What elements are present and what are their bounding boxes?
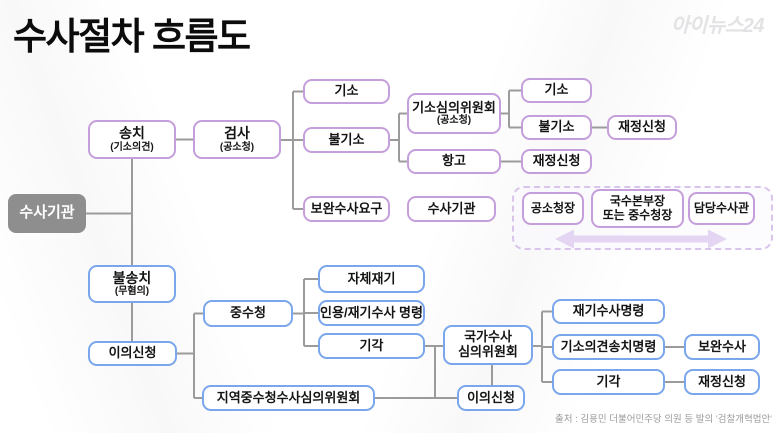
node-label: 이의신청: [467, 389, 515, 405]
node-label: 불기소: [538, 119, 575, 135]
node-label: 재기수사명령: [572, 303, 645, 319]
node-label: 재정신청: [698, 373, 746, 389]
source-credit: 출처 : 김용민 더불어민주당 의원 등 발의 '검찰개혁법안': [554, 414, 772, 425]
node-label: 기각: [359, 337, 384, 353]
node-objection-2: 이의신청: [457, 385, 525, 411]
node-adjudication-request-1: 재정신청: [607, 115, 677, 140]
node-sublabel: (기소의견): [110, 141, 154, 153]
node-dismissal-bottom: 기각: [552, 369, 665, 395]
node-label: 이의신청: [108, 345, 157, 361]
node-label: 기소의견송치명령: [560, 338, 657, 354]
node-serious-crime-agency: 중수청: [203, 300, 293, 327]
node-songchi: 송치 (기소의견): [88, 120, 176, 159]
node-investigation-agency: 수사기관: [8, 194, 86, 233]
node-sublabel: (공소청): [219, 141, 255, 153]
node-dismissal-mid: 기각: [318, 333, 425, 359]
node-label: 재정신청: [532, 153, 581, 169]
node-label: 항고: [442, 153, 466, 169]
node-non-indictment-right: 불기소: [521, 115, 592, 140]
node-appeal: 항고: [407, 149, 501, 174]
node-label: 공소청장: [530, 200, 576, 215]
node-label: 보완수사요구: [310, 200, 383, 216]
node-adjudication-request-3: 재정신청: [684, 369, 760, 395]
node-prosecution-office-chief: 공소청장: [522, 192, 584, 225]
node-label: 자체재기: [347, 270, 396, 286]
page-title: 수사절차 흐름도: [13, 16, 251, 57]
node-acceptance-reopen-order: 인용/재기수사 명령: [318, 300, 425, 326]
node-label: 재정신청: [618, 119, 666, 135]
node-national-investigation-review-committee: 국가수사 심의위원회: [443, 325, 533, 365]
node-indictment-right: 기소: [521, 78, 592, 103]
node-label: 중수청: [230, 305, 266, 321]
node-label: 기각: [596, 373, 621, 389]
node-sublabel: (무혐의): [114, 286, 150, 298]
node-objection-1: 이의신청: [88, 341, 177, 366]
node-label: 인용/재기수사 명령: [320, 304, 423, 320]
node-label-line2: 심의위원회: [458, 344, 518, 359]
node-label: 기소: [334, 83, 359, 99]
node-label: 국가수사: [464, 329, 512, 345]
node-label: 지역중수청수사심의위원회: [216, 389, 361, 405]
node-self-reopening: 자체재기: [318, 265, 425, 293]
node-label: 검사: [224, 125, 250, 142]
node-label: 담당수사관: [693, 200, 750, 215]
node-indictment-top: 기소: [303, 79, 390, 104]
node-indictment-review-committee: 기소심의위원회 (공소청): [407, 93, 501, 134]
node-non-referral: 불송치 (무혐의): [88, 265, 176, 303]
node-investigator-in-charge: 담당수사관: [688, 192, 755, 225]
node-label: 송치: [119, 125, 145, 142]
node-label-line2: 또는 중수청장: [602, 207, 673, 222]
node-national-investigation-chief: 국수본부장 또는 중수청장: [591, 189, 684, 228]
node-label: 불기소: [328, 131, 365, 147]
node-label: 기소: [544, 82, 569, 98]
node-regional-review-committee: 지역중수청수사심의위원회: [202, 385, 375, 411]
node-indictment-opinion-referral-order: 기소의견송치명령: [552, 334, 665, 360]
node-supplementary-investigation-request: 보완수사요구: [303, 196, 390, 222]
node-supplementary-investigation: 보완수사: [684, 334, 760, 360]
node-adjudication-request-2: 재정신청: [521, 149, 592, 174]
node-label: 국수본부장: [609, 194, 666, 209]
inews24-logo: 아이뉴스24: [671, 15, 764, 37]
node-label: 수사기관: [19, 204, 75, 222]
node-label: 불송치: [112, 269, 152, 286]
node-label: 수사기관: [427, 200, 476, 216]
node-non-indictment-top: 불기소: [303, 127, 390, 153]
node-label: 보완수사: [698, 338, 746, 354]
node-sublabel: (공소청): [436, 115, 472, 127]
node-investigation-agency-return: 수사기관: [407, 196, 496, 222]
node-prosecutor: 검사 (공소청): [193, 120, 281, 159]
node-label: 기소심의위원회: [412, 99, 496, 115]
node-reopen-investigation-order: 재기수사명령: [552, 299, 665, 324]
